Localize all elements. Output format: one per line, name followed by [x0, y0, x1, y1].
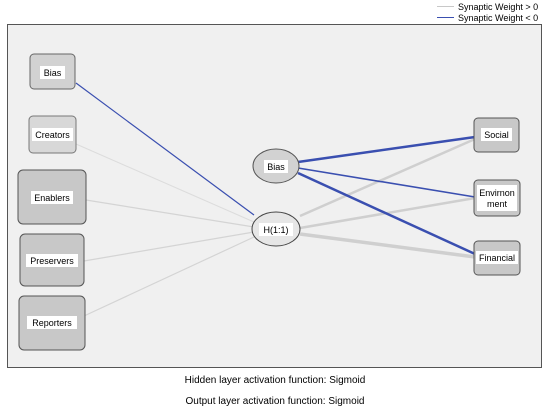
node-social-label: Social: [484, 130, 509, 140]
node-reporters-label: Reporters: [32, 318, 72, 328]
legend-negative-label: Synaptic Weight < 0: [458, 12, 539, 23]
node-input-bias-label: Bias: [44, 68, 62, 78]
node-hidden-bias: Bias: [252, 148, 300, 184]
node-reporters: Reporters: [18, 295, 86, 351]
node-enablers: Enablers: [17, 169, 87, 225]
legend-negative-swatch: [437, 17, 454, 18]
node-creators: Creators: [28, 115, 77, 154]
legend: Synaptic Weight > 0 Synaptic Weight < 0: [437, 0, 547, 24]
node-enablers-label: Enablers: [34, 193, 70, 203]
output-layer: Social Envirnon ment Financial: [473, 117, 521, 276]
conn-bias-to-hidden: [75, 82, 255, 216]
conn-hbias-to-environment: [297, 167, 476, 198]
node-environment-label-line2: ment: [487, 199, 508, 209]
plot-area: [7, 24, 542, 368]
conn-hbias-to-social: [297, 135, 476, 164]
node-input-bias: Bias: [29, 53, 76, 90]
node-creators-label: Creators: [35, 130, 70, 140]
node-social: Social: [473, 117, 520, 153]
conn-enablers-to-hidden: [85, 199, 255, 228]
conn-hbias-to-financial: [297, 171, 476, 256]
node-environment-label-line1: Envirnon: [479, 188, 515, 198]
connections: [75, 82, 476, 317]
conn-creators-to-hidden: [75, 143, 255, 223]
conn-hidden-to-financial: [299, 232, 476, 259]
node-environment: Envirnon ment: [473, 179, 521, 217]
hidden-layer: Bias H(1:1): [251, 148, 301, 247]
hidden-activation-caption: Hidden layer activation function: Sigmoi…: [184, 375, 366, 386]
legend-positive: Synaptic Weight > 0: [437, 1, 538, 12]
input-layer: Bias Creators Enablers Preservers Report…: [17, 53, 87, 351]
node-financial-label: Financial: [479, 253, 515, 263]
output-activation-caption: Output layer activation function: Sigmoi…: [185, 396, 365, 407]
node-preservers-label: Preservers: [30, 256, 74, 266]
node-financial: Financial: [473, 240, 521, 276]
legend-negative: Synaptic Weight < 0: [437, 12, 538, 23]
node-hidden-unit: H(1:1): [251, 211, 301, 247]
conn-hidden-to-social: [299, 137, 476, 218]
conn-preservers-to-hidden: [83, 231, 255, 262]
legend-positive-label: Synaptic Weight > 0: [458, 1, 539, 12]
node-hidden-unit-label: H(1:1): [263, 225, 288, 235]
conn-reporters-to-hidden: [83, 236, 255, 317]
node-hidden-bias-label: Bias: [267, 162, 285, 172]
node-preservers: Preservers: [19, 233, 85, 287]
legend-positive-swatch: [437, 6, 454, 7]
